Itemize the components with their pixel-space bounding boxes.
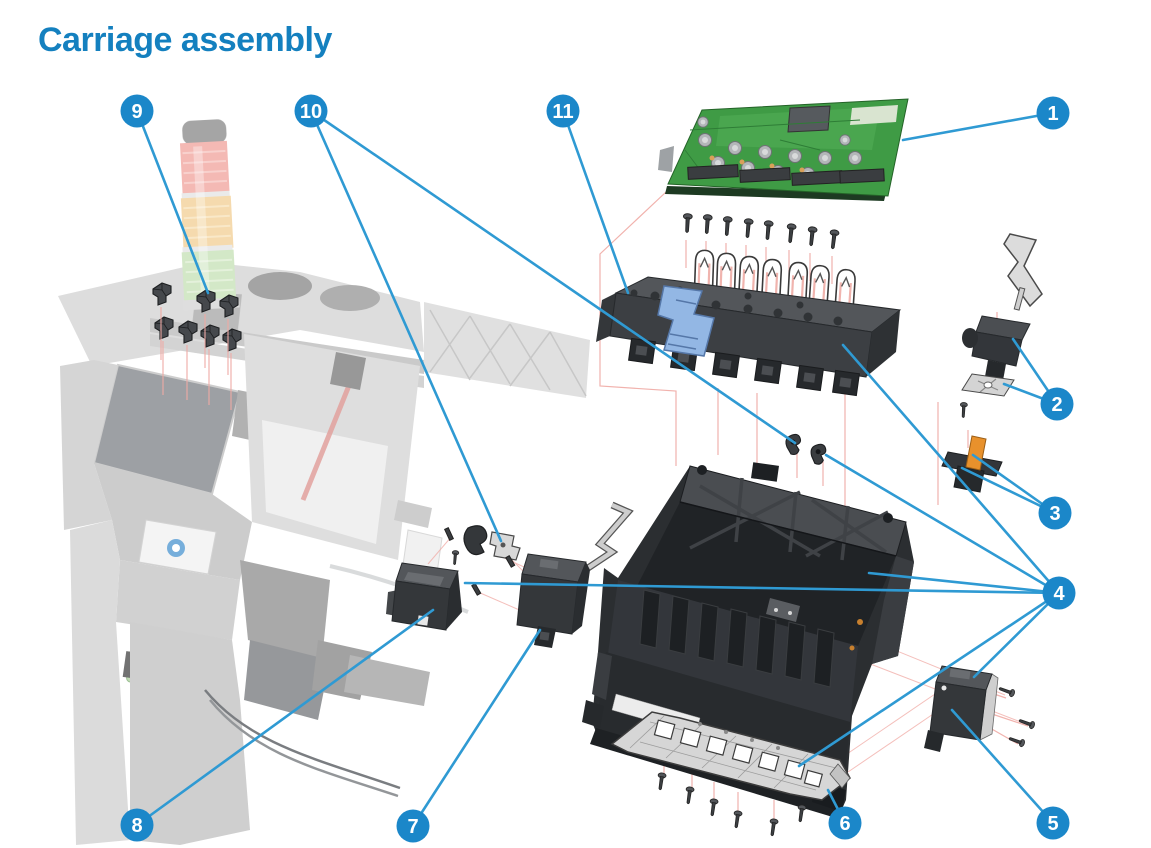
callout-circle-4: [1042, 576, 1076, 610]
leader-line-3: [960, 466, 1057, 515]
callout-circle-3: [1038, 496, 1072, 530]
callout-3: 3: [1038, 496, 1072, 530]
callout-number-2: 2: [1051, 394, 1062, 416]
leader-line-7: [411, 628, 542, 828]
callout-number-6: 6: [839, 813, 850, 835]
callout-circle-2: [1040, 387, 1074, 421]
leader-line-8: [135, 608, 435, 827]
callout-number-10: 10: [300, 101, 322, 123]
part-5-line-sensor-box: [924, 665, 1036, 752]
callout-1: 1: [1036, 96, 1070, 130]
leader-line-4: [797, 591, 1061, 768]
callout-circle-11: [546, 94, 580, 128]
callout-11: 11: [546, 94, 580, 128]
callout-7: 7: [396, 809, 430, 843]
callout-8: 8: [120, 808, 154, 842]
cover-blue-latch: [657, 285, 715, 357]
callout-4: 4: [1042, 576, 1076, 610]
callout-number-11: 11: [552, 101, 573, 123]
leader-line-3: [971, 453, 1057, 515]
leader-line-5: [950, 708, 1055, 825]
part-6-baseplate: [610, 711, 851, 837]
page-title: Carriage assembly: [38, 21, 332, 59]
leader-line-9: [135, 109, 210, 295]
callout-9: 9: [120, 94, 154, 128]
callout-circle-5: [1036, 806, 1070, 840]
leader-line-1: [901, 111, 1055, 142]
tube-hook-clips: [785, 433, 827, 466]
part-1-carriage-pca-board: [658, 98, 909, 201]
part-3-sensor-with-lever: [941, 401, 1003, 493]
callout-number-3: 3: [1049, 503, 1060, 525]
callout-number-1: 1: [1047, 103, 1058, 125]
callout-circle-1: [1036, 96, 1070, 130]
leader-line-4: [867, 571, 1061, 595]
callout-5: 5: [1036, 806, 1070, 840]
callout-circle-7: [396, 809, 430, 843]
leader-line-4: [824, 453, 1061, 595]
callout-number-9: 9: [131, 101, 142, 123]
callouts-layer: 1 2 3 4 5 6 7 8 9 10 11: [120, 94, 1076, 843]
callout-number-7: 7: [407, 816, 418, 838]
callout-number-5: 5: [1047, 813, 1058, 835]
part-8-cutter-assembly: [386, 562, 462, 631]
callout-6: 6: [828, 806, 862, 840]
leader-line-10: [309, 109, 797, 445]
leader-line-4: [972, 591, 1061, 679]
leader-line-4: [463, 581, 1061, 595]
part-2-sensor-assembly: [961, 233, 1043, 397]
callout-circle-6: [828, 806, 862, 840]
callout-circle-8: [120, 808, 154, 842]
callout-10: 10: [294, 94, 328, 128]
callout-2: 2: [1040, 387, 1074, 421]
leader-line-10: [309, 109, 503, 543]
leader-line-11: [561, 109, 630, 295]
callout-number-8: 8: [131, 815, 142, 837]
part-7-sensor-box: [516, 501, 634, 648]
part-10-clip-hardware: [443, 525, 521, 596]
part-11-carriage-cover: [596, 276, 902, 397]
status-beacon-light: [179, 119, 242, 331]
leader-line-4: [841, 343, 1061, 595]
part-9-carriage-line-clips: [152, 282, 242, 410]
callout-circle-10: [294, 94, 328, 128]
callout-circle-9: [120, 94, 154, 128]
callout-number-4: 4: [1053, 583, 1065, 605]
printhead-slots: [639, 589, 835, 688]
printer-ghost-illustration: [58, 119, 590, 845]
